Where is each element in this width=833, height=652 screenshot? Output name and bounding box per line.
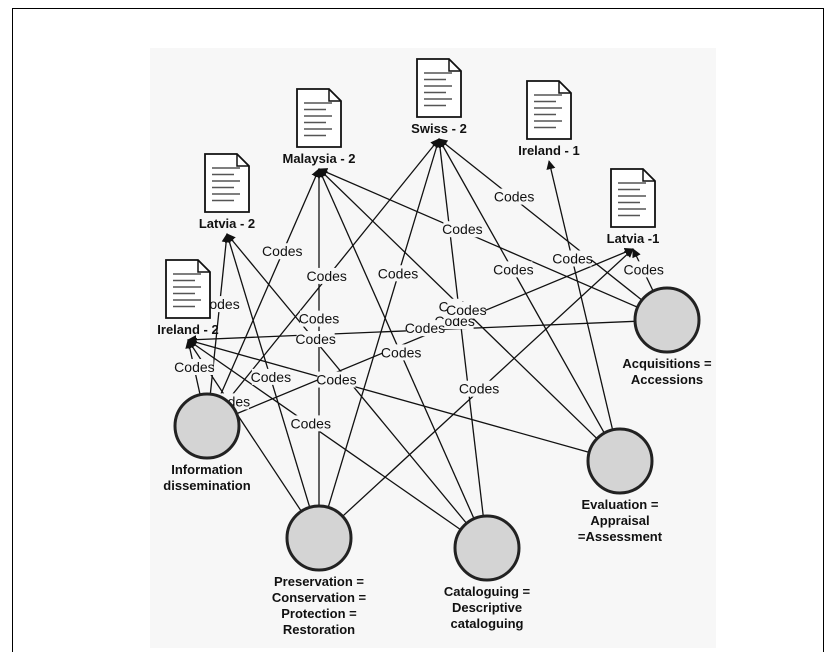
node-label-line: cataloguing <box>451 616 524 631</box>
edge-label-codes: Codes <box>290 415 330 431</box>
document-label: Malaysia - 2 <box>283 151 356 166</box>
node-circle <box>586 427 654 495</box>
node-label-line: =Assessment <box>578 529 663 544</box>
document-label: Latvia - 2 <box>199 216 255 231</box>
edge-label-codes: Codes <box>381 344 421 360</box>
node-pres: Preservation =Conservation =Protection =… <box>272 504 367 637</box>
edge-label-bg <box>300 310 338 327</box>
edge-label-codes: Codes <box>442 221 482 237</box>
edge-label-bg <box>296 331 335 348</box>
edge-acq-swiss <box>438 138 643 301</box>
edge-label-codes: Codes <box>623 261 663 277</box>
edge-label-codes: Codes <box>174 359 214 375</box>
node-circle <box>173 392 241 460</box>
edge-label-bg <box>494 261 533 278</box>
edge-label-bg <box>317 371 356 388</box>
nodes-layer: Acquisitions =AccessionsInformationdisse… <box>163 286 712 637</box>
edge-label-bg <box>447 301 486 318</box>
figure-frame <box>12 8 824 652</box>
node-label-line: Cataloguing = <box>444 584 531 599</box>
edge-cat-malaysia <box>318 168 475 520</box>
document-icon <box>204 153 250 213</box>
edge-label-bg <box>405 320 444 337</box>
edge-label-bg <box>307 267 346 284</box>
node-label-line: Appraisal <box>590 513 649 528</box>
edge-cat-ireland2 <box>187 339 462 531</box>
edge-label-bg <box>624 261 663 278</box>
node-label-line: dissemination <box>163 478 250 493</box>
edge-label-codes: Codes <box>306 268 346 284</box>
node-label-line: Accessions <box>631 372 703 387</box>
node-label-line: Protection = <box>281 606 357 621</box>
document-icon <box>526 80 572 140</box>
document-icon <box>165 259 211 319</box>
edge-pres-swiss <box>327 138 441 508</box>
edge-label-codes: Codes <box>378 265 418 281</box>
document-icon <box>610 168 656 228</box>
edge-label-codes: Codes <box>251 369 291 385</box>
node-acq: Acquisitions =Accessions <box>622 286 712 387</box>
edge-label-codes: Codes <box>459 381 499 397</box>
document-label: Latvia -1 <box>607 231 660 246</box>
edge-eval-swiss <box>438 138 605 434</box>
edge-eval-ireland2 <box>187 337 590 453</box>
edge-label-codes: Codes <box>295 331 335 347</box>
edge-label-codes: Codes <box>493 261 533 277</box>
edge-label-bg <box>291 415 330 432</box>
edge-label-bg <box>382 344 421 361</box>
node-circle <box>453 514 521 582</box>
document-icon <box>296 88 342 148</box>
node-label-line: Restoration <box>283 622 355 637</box>
edge-label-bg <box>175 359 214 376</box>
document-swiss: Swiss - 2 <box>411 58 467 136</box>
node-label-line: Information <box>171 462 243 477</box>
documents-layer: Swiss - 2 Malaysia - 2 Ireland - 1 Latvia -… <box>157 58 660 337</box>
edge-label-bg <box>379 265 418 282</box>
edge-label-bg <box>553 250 592 267</box>
node-label-line: Descriptive <box>452 600 522 615</box>
edge-label-codes: Codes <box>316 372 356 388</box>
edge-label-codes: Codes <box>405 320 445 336</box>
document-label: Ireland - 2 <box>157 322 218 337</box>
document-latvia1: Latvia -1 <box>607 168 660 246</box>
edge-label-codes: Codes <box>494 189 534 205</box>
document-latvia2: Latvia - 2 <box>199 153 255 231</box>
document-label: Ireland - 1 <box>518 143 579 158</box>
edge-label-bg <box>251 368 290 385</box>
node-circle <box>285 504 353 572</box>
node-label-line: Evaluation = <box>582 497 659 512</box>
node-label-line: Preservation = <box>274 574 364 589</box>
edge-label-codes: Codes <box>446 302 486 318</box>
document-ireland2: Ireland - 2 <box>157 259 219 337</box>
network-diagram: CodesCodesCodesCodesCodesCodesCodesCodes… <box>157 58 712 637</box>
edge-eval-ireland1 <box>546 160 614 431</box>
node-circle <box>633 286 701 354</box>
document-icon <box>416 58 462 118</box>
edge-label-codes: Codes <box>552 250 592 266</box>
node-label-line: Acquisitions = <box>622 356 712 371</box>
edge-label-bg <box>495 188 534 205</box>
edge-label-codes: Codes <box>262 243 302 259</box>
document-label: Swiss - 2 <box>411 121 467 136</box>
node-eval: Evaluation =Appraisal=Assessment <box>578 427 663 544</box>
edge-label-bg <box>263 243 302 260</box>
edge-info-malaysia <box>219 168 320 397</box>
document-malaysia: Malaysia - 2 <box>283 88 356 166</box>
edge-acq-malaysia <box>318 168 638 308</box>
edge-label-bg <box>443 221 482 238</box>
document-ireland1: Ireland - 1 <box>518 80 580 158</box>
edge-label-bg <box>460 380 499 397</box>
node-label-line: Conservation = <box>272 590 367 605</box>
edge-labels-layer: CodesCodesCodesCodesCodesCodesCodesCodes… <box>174 188 664 432</box>
edge-label-codes: Codes <box>299 311 339 327</box>
